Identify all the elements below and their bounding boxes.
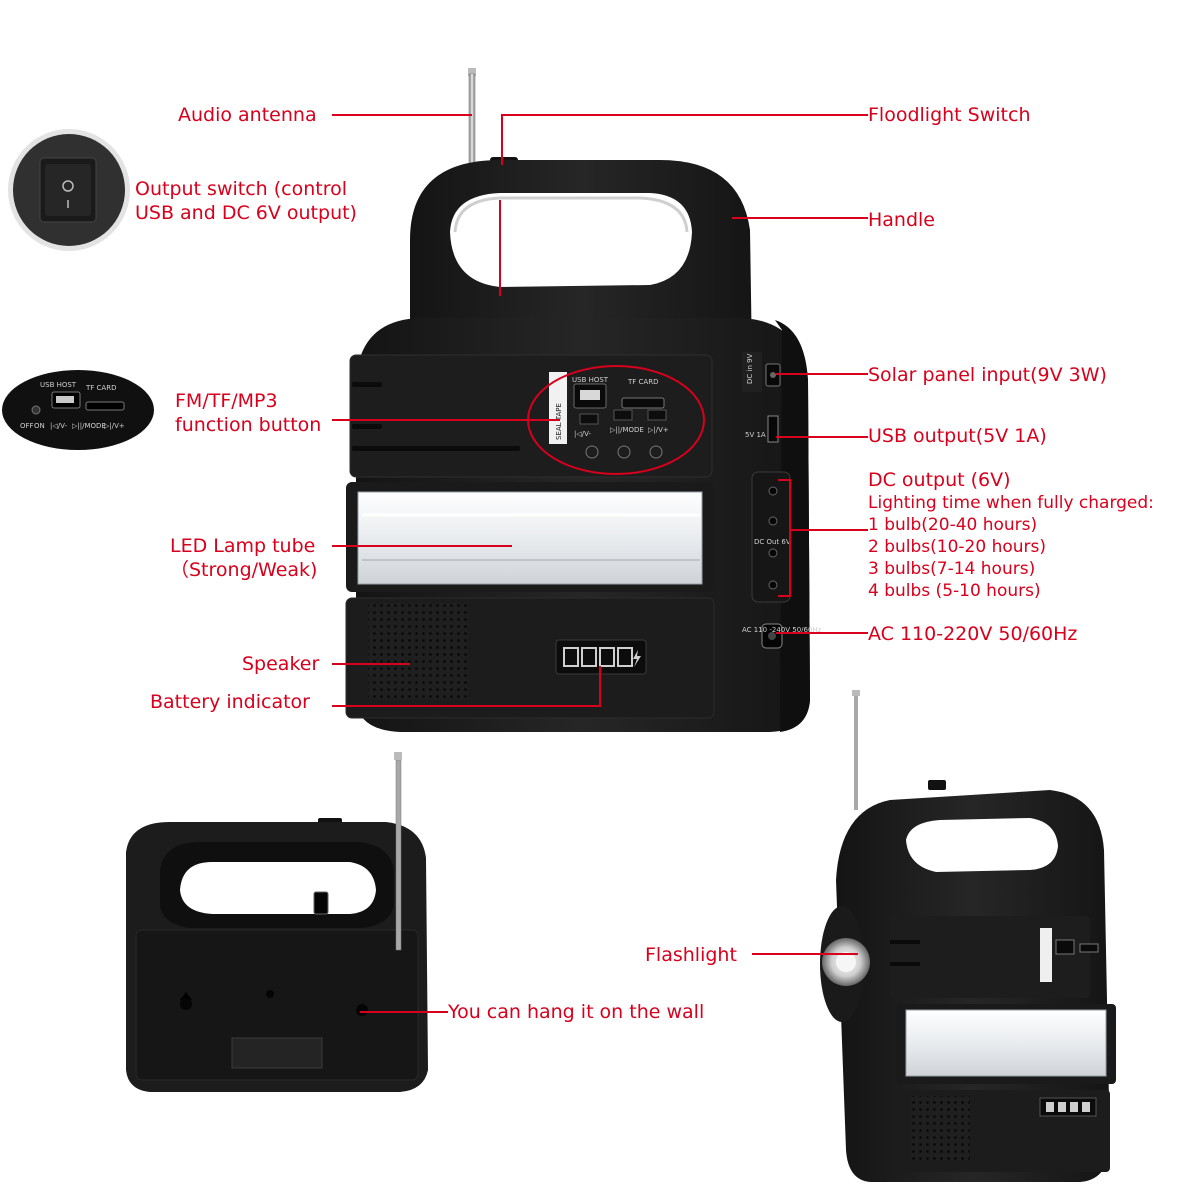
inset-next-text: ▷|/V+ bbox=[104, 422, 125, 430]
label-dc-output: DC output (6V) bbox=[868, 469, 1011, 491]
label-flashlight: Flashlight bbox=[645, 944, 737, 966]
label-fm-2: function button bbox=[175, 414, 322, 436]
label-audio-antenna: Audio antenna bbox=[178, 104, 317, 126]
label-bulb-4: 4 bulbs (5-10 hours) bbox=[868, 581, 1041, 601]
inset-tf-card-text: TF CARD bbox=[85, 384, 116, 392]
battery-cells bbox=[563, 647, 641, 667]
btn-next bbox=[647, 409, 667, 421]
dc-in-text: DC in 9V bbox=[746, 353, 754, 384]
label-led-2: （Strong/Weak) bbox=[170, 559, 318, 581]
btn-next-text: ▷|/V+ bbox=[648, 426, 669, 434]
dc-port-4 bbox=[768, 580, 778, 590]
hang-hole-left bbox=[180, 998, 192, 1010]
label-handle: Handle bbox=[868, 209, 936, 231]
label-hang-wall: You can hang it on the wall bbox=[448, 1001, 705, 1023]
speaker-grill bbox=[368, 603, 468, 699]
usb-5v-text: 5V 1A bbox=[745, 431, 766, 439]
dc-port-3 bbox=[768, 548, 778, 558]
label-output-switch-2: USB and DC 6V output) bbox=[135, 202, 357, 224]
tf-card-text: TF CARD bbox=[627, 378, 658, 386]
usb-host-text: USB HOST bbox=[572, 376, 609, 384]
label-floodlight-switch: Floodlight Switch bbox=[868, 104, 1031, 126]
back-output-switch bbox=[313, 891, 329, 915]
label-bulb-2: 2 bulbs(10-20 hours) bbox=[868, 537, 1047, 557]
inset-mode-text: ▷||/MODE bbox=[72, 422, 106, 430]
label-usb-output: USB output(5V 1A) bbox=[868, 425, 1047, 447]
btn-mode-text: ▷||/MODE bbox=[610, 426, 644, 434]
label-led-1: LED Lamp tube bbox=[170, 535, 316, 557]
label-bulb-1: 1 bulb(20-40 hours) bbox=[868, 515, 1038, 535]
inset-usb-host-text: USB HOST bbox=[40, 381, 77, 389]
back-handle-opening bbox=[180, 862, 376, 914]
inset-on-text: ON bbox=[34, 422, 45, 430]
label-speaker: Speaker bbox=[242, 653, 320, 675]
led-lamp-tube bbox=[357, 491, 703, 585]
side-view-device bbox=[820, 690, 1116, 1182]
dc-out-text: DC Out 6V bbox=[754, 538, 791, 546]
antenna bbox=[468, 68, 476, 76]
back-view-device bbox=[126, 752, 428, 1092]
tf-slot bbox=[621, 397, 665, 409]
side-lamp-tube bbox=[905, 1009, 1107, 1077]
seal-tape-text: SEAL TAPE bbox=[555, 403, 563, 440]
handle-opening bbox=[450, 193, 692, 287]
label-bulb-3: 3 bulbs(7-14 hours) bbox=[868, 559, 1036, 579]
inset-fm-panel: USB HOST TF CARD OFF ON |◁/V- ▷||/MODE ▷… bbox=[2, 370, 154, 450]
btn-prev bbox=[579, 413, 599, 425]
label-ac-input: AC 110-220V 50/60Hz bbox=[868, 623, 1078, 645]
label-solar-input: Solar panel input(9V 3W) bbox=[868, 364, 1107, 386]
usb-output-port bbox=[767, 415, 779, 443]
dc-port-2 bbox=[768, 516, 778, 526]
dc-port-1 bbox=[768, 486, 778, 496]
ac-side-text: AC 110 -240V 50/60Hz bbox=[742, 626, 822, 634]
inset-prev-text: |◁/V- bbox=[50, 422, 67, 430]
btn-mode bbox=[613, 409, 633, 421]
hang-hole-right bbox=[356, 1004, 368, 1016]
side-handle-opening bbox=[906, 818, 1058, 872]
main-device: SEAL TAPE USB HOST TF CARD |◁/V- ▷||/MOD… bbox=[345, 68, 822, 732]
seal-tape bbox=[549, 372, 567, 444]
inset-off-text: OFF bbox=[20, 422, 34, 430]
label-fm-1: FM/TF/MP3 bbox=[175, 390, 278, 412]
inset-output-switch bbox=[8, 129, 130, 251]
label-lighting-time: Lighting time when fully charged: bbox=[868, 493, 1154, 513]
label-output-switch-1: Output switch (control bbox=[135, 178, 348, 200]
label-battery-indicator: Battery indicator bbox=[150, 691, 310, 713]
leader-lines bbox=[332, 114, 868, 1013]
btn-prev-text: |◁/V- bbox=[574, 430, 591, 438]
